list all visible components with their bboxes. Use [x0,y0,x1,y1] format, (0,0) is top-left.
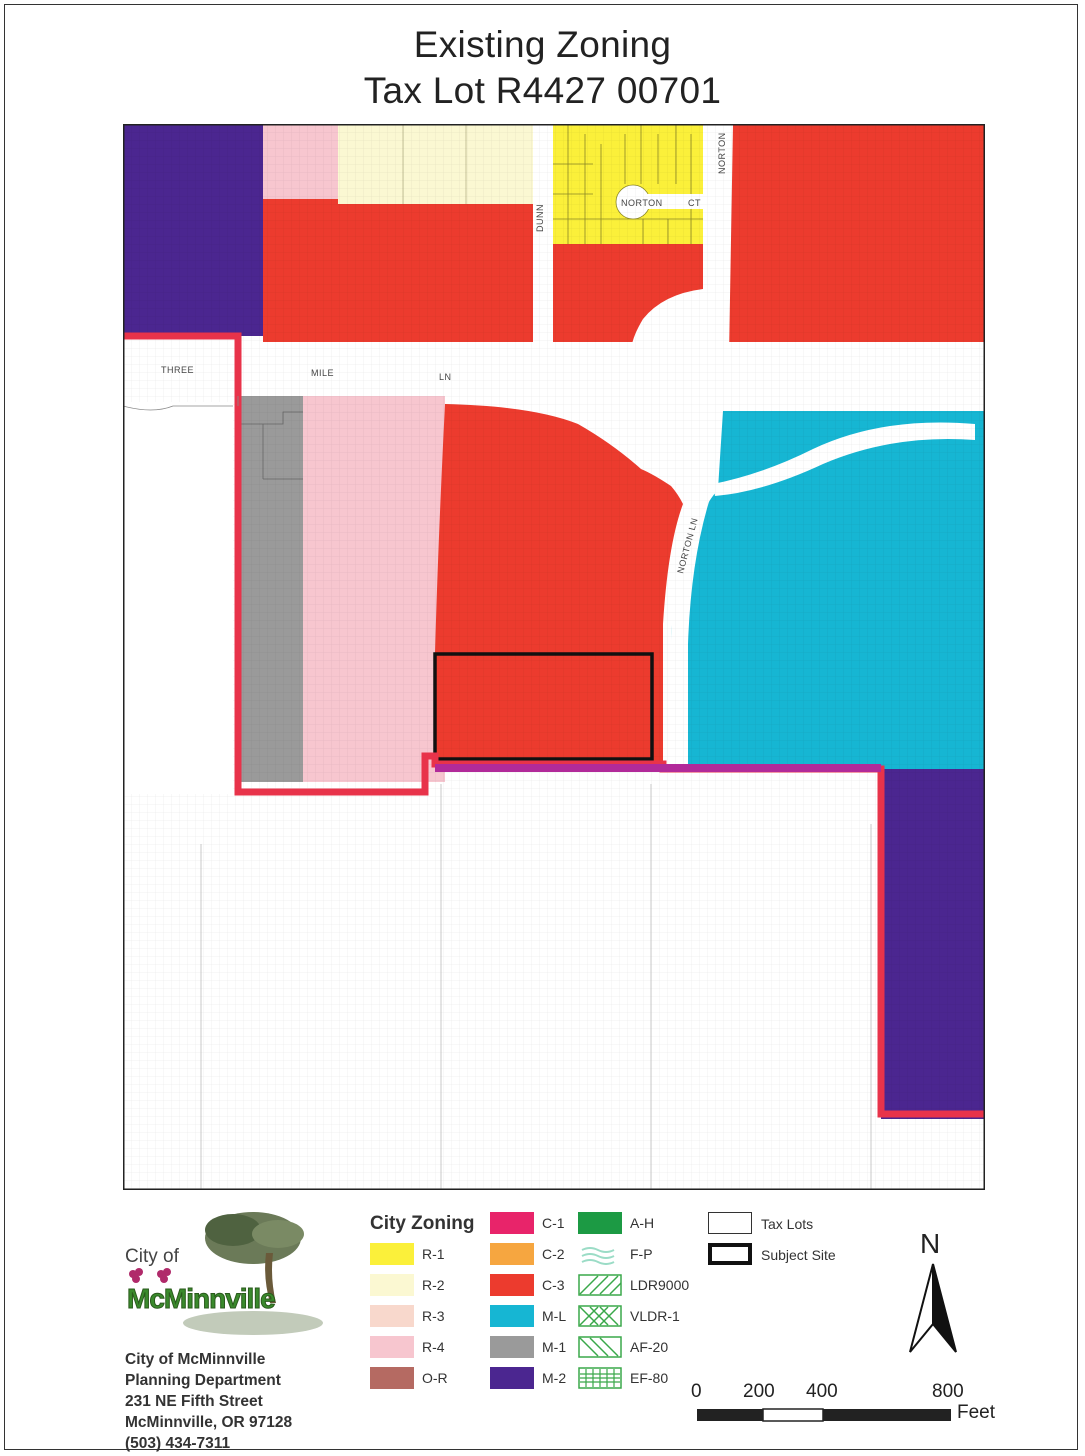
legend-label-or: O-R [422,1370,448,1386]
legend-label-c1: C-1 [542,1215,565,1231]
map-subtitle: Tax Lot R4427 00701 [363,70,722,111]
legend-label-r4: R-4 [422,1339,445,1355]
legend-label-fp: F-P [630,1246,653,1262]
legend-label-tax-lots: Tax Lots [761,1216,814,1232]
road-label-three: THREE [161,365,194,375]
map-title: Existing Zoning [413,24,672,65]
address-line-2: Planning Department [125,1372,281,1389]
legend-label-m1: M-1 [542,1339,567,1355]
legend-swatch-c1 [490,1212,534,1234]
north-label: N [920,1228,941,1259]
legend-label-ef80: EF-80 [630,1370,669,1386]
legend-swatch-ml [490,1305,534,1327]
legend-label-c3: C-3 [542,1277,565,1293]
address-line-4: McMinnville, OR 97128 [125,1414,293,1431]
legend-swatch-r1 [370,1243,414,1265]
road-label-norton-ct-2: CT [688,198,701,208]
grapes-icon [129,1268,171,1283]
legend-label-ml: M-L [542,1308,567,1324]
legend-label-af20: AF-20 [630,1339,669,1355]
logo-city-of: City of [125,1246,179,1267]
legend-swatch-ldr9000 [578,1274,622,1296]
scale-tick-0: 0 [691,1381,702,1402]
logo-mcminnville: McMinnville [127,1283,277,1315]
legend-swatch-tax-lots [708,1212,752,1234]
legend-label-vldr1: VLDR-1 [630,1308,680,1324]
road-label-dunn: DUNN [535,204,545,232]
legend-swatch-fp [581,1247,615,1265]
legend-swatch-m1 [490,1336,534,1358]
legend-label-ldr9000: LDR9000 [630,1277,690,1293]
page-frame [4,4,1078,1450]
legend-label-r3: R-3 [422,1308,445,1324]
road-label-norton-ct-1: NORTON [621,198,663,208]
north-arrow-icon [909,1263,957,1353]
scale-bar [697,1408,951,1422]
address-line-1: City of McMinnville [125,1351,266,1368]
road-label-ln: LN [439,372,452,382]
legend-swatch-af20 [578,1336,622,1358]
legend-swatch-m2 [490,1367,534,1389]
legend-swatch-r3 [370,1305,414,1327]
zoning-map: THREE MILE LN DUNN NORTON CT NORTON NORT… [123,124,985,1190]
legend-swatch-subject-site [708,1243,752,1265]
legend-label-m2: M-2 [542,1370,567,1386]
legend-label-r1: R-1 [422,1246,445,1262]
legend-swatch-ah [578,1212,622,1234]
legend-swatch-r4 [370,1336,414,1358]
legend-label-ah: A-H [630,1215,655,1231]
address-line-5: (503) 434-7311 [125,1435,231,1452]
scale-tick-400: 400 [806,1381,838,1402]
legend-swatch-r2 [370,1274,414,1296]
address-line-3: 231 NE Fifth Street [125,1393,263,1410]
scale-tick-200: 200 [743,1381,775,1402]
tree-logo-icon [183,1212,323,1335]
legend-swatch-vldr1 [578,1305,622,1327]
legend-swatch-or [370,1367,414,1389]
scale-unit: Feet [957,1402,996,1423]
legend-label-subject-site: Subject Site [761,1247,836,1263]
legend-label-c2: C-2 [542,1246,565,1262]
city-limit-boundary [123,332,985,1118]
legend-swatch-c3 [490,1274,534,1296]
road-label-mile: MILE [311,368,334,378]
road-label-norton-top: NORTON [717,132,727,174]
legend-swatch-ef80 [578,1367,622,1389]
legend-swatch-c2 [490,1243,534,1265]
legend-label-r2: R-2 [422,1277,445,1293]
scale-tick-800: 800 [932,1381,964,1402]
legend-heading: City Zoning [370,1213,475,1234]
